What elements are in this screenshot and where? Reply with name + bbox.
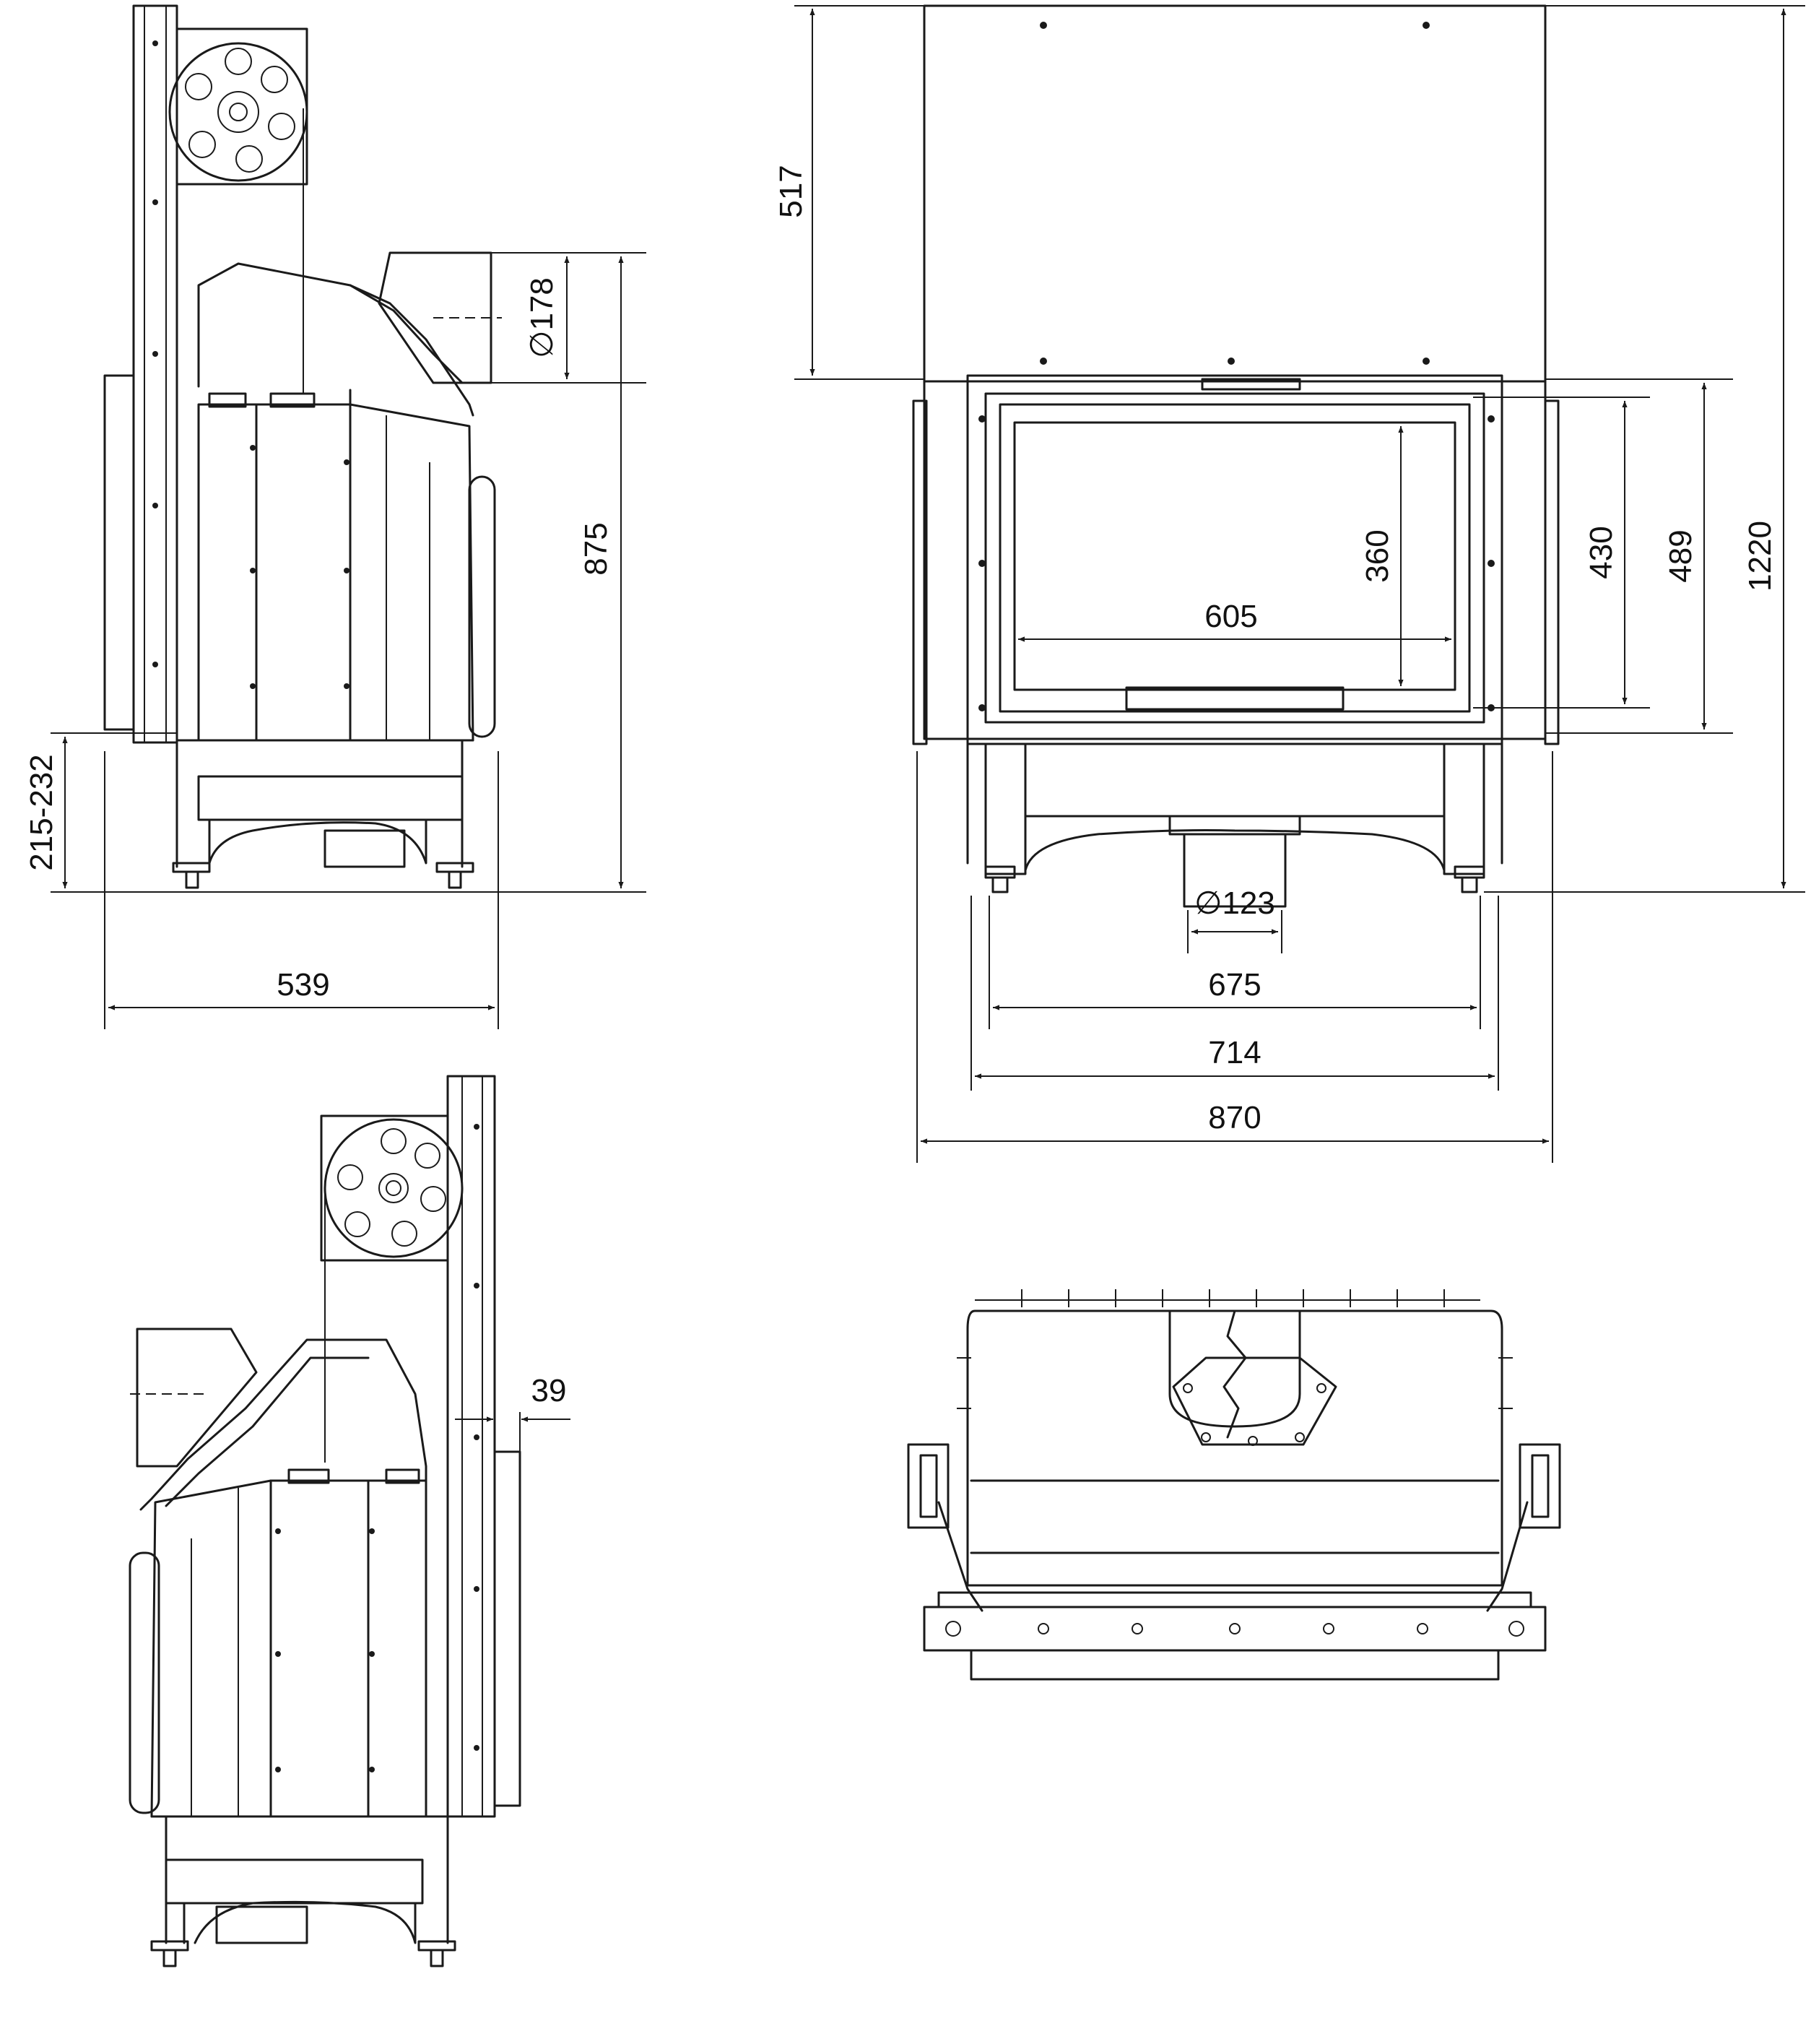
side-view-right: 39 <box>129 1075 570 1967</box>
dim-label-605: 605 <box>1204 599 1257 634</box>
side-view-left: ∅178 875 215-232 539 <box>24 4 646 1029</box>
dim-label-489: 489 <box>1663 529 1698 582</box>
dim-label-714: 714 <box>1208 1035 1261 1070</box>
dim-label-870: 870 <box>1208 1100 1261 1135</box>
dim-label-430: 430 <box>1584 526 1619 579</box>
dim-label-539: 539 <box>277 967 329 1002</box>
top-view <box>907 1289 1561 1681</box>
dim-label-39: 39 <box>531 1373 567 1408</box>
dim-label-675: 675 <box>1208 967 1261 1002</box>
dim-label-517: 517 <box>773 165 809 217</box>
pulley-wheel-icon <box>168 42 308 182</box>
dim-label-215-232: 215-232 <box>24 754 59 870</box>
dim-label-dia123: ∅123 <box>1194 885 1275 921</box>
dim-label-dia178: ∅178 <box>524 277 560 358</box>
dim-label-875: 875 <box>578 522 614 575</box>
front-view: 517 605 360 430 489 1220 ∅123 675 714 87 <box>773 4 1805 1163</box>
dim-label-1220: 1220 <box>1742 521 1778 592</box>
dim-label-360: 360 <box>1360 529 1395 582</box>
